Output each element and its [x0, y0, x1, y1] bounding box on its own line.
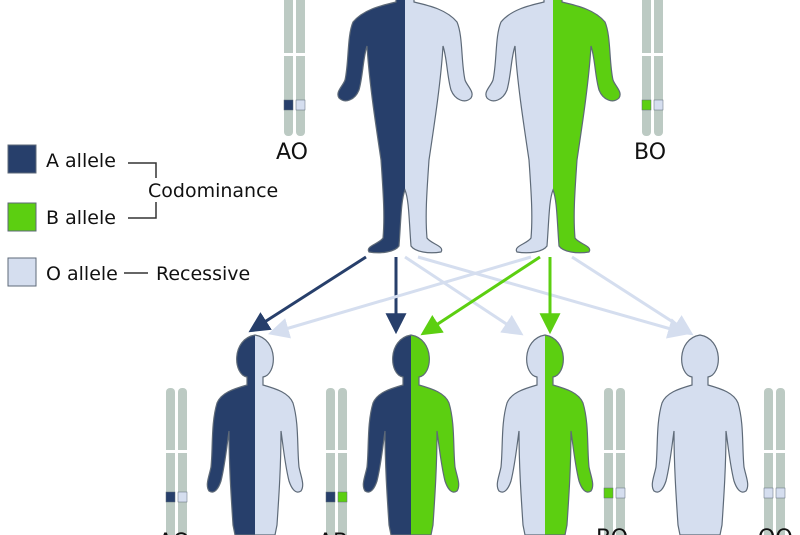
legend-swatch-a	[7, 144, 37, 174]
legend-swatch-o	[7, 257, 37, 287]
parent-bo	[485, 0, 621, 254]
arrow-o-to-child-4b	[571, 255, 694, 336]
child-bo	[496, 334, 594, 535]
allele-marker-o	[295, 99, 306, 111]
child-ao-genotype: AO	[158, 530, 190, 535]
recessive-label: Recessive	[156, 263, 250, 285]
legend-label-a: A allele	[46, 150, 116, 172]
codominance-bracket	[128, 162, 157, 219]
parent-ao	[337, 0, 473, 254]
child-ab	[362, 334, 460, 535]
child-ab-genotype: AB	[318, 530, 348, 535]
allele-marker-b	[641, 99, 652, 111]
legend: A allele B allele Codominance O allele R…	[7, 144, 278, 287]
child-oo-genotype: OO	[758, 526, 793, 535]
arrow-o-to-child-1	[267, 255, 532, 339]
parent-bo-chromosomes	[641, 0, 664, 136]
arrow-b-to-child-2	[420, 255, 541, 336]
allele-marker-a	[283, 99, 294, 111]
child-ao	[206, 334, 304, 535]
arrow-a-to-child-1	[248, 255, 367, 333]
child-oo	[651, 334, 749, 535]
child-oo-chromosomes	[763, 388, 786, 535]
child-ab-chromosomes	[325, 388, 348, 535]
parent-ao-genotype: AO	[276, 140, 308, 165]
legend-swatch-b	[7, 202, 37, 232]
inheritance-arrows	[248, 255, 694, 339]
codominance-label: Codominance	[148, 180, 278, 202]
child-ao-chromosomes	[165, 388, 188, 535]
parent-bo-genotype: BO	[634, 140, 666, 165]
allele-marker-o	[653, 99, 664, 111]
legend-label-b: B allele	[46, 207, 116, 229]
legend-label-o: O allele	[46, 263, 118, 285]
arrow-o-to-child-3	[404, 255, 524, 336]
parent-ao-chromosomes	[283, 0, 306, 136]
child-bo-genotype: BO	[596, 526, 628, 535]
child-bo-chromosomes	[603, 388, 626, 535]
